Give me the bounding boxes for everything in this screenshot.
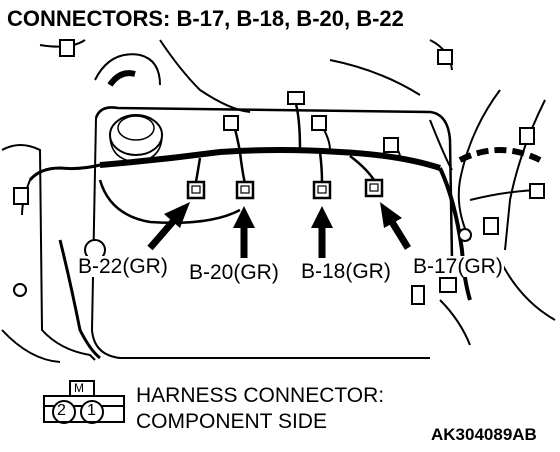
connector-label-b22: B-22(GR)	[77, 255, 169, 278]
legend-title: HARNESS CONNECTOR:	[136, 384, 385, 407]
connector-b20	[235, 180, 255, 200]
reference-code: AK304089AB	[431, 425, 537, 444]
connector-label-b18: B-18(GR)	[300, 260, 392, 283]
connector-label-b17: B-17(GR)	[412, 255, 504, 278]
connector-key-mark: M	[74, 381, 84, 395]
arrow-b18	[311, 206, 333, 258]
legend-subtitle: COMPONENT SIDE	[136, 410, 327, 433]
arrow-b17	[380, 202, 411, 250]
arrow-b22	[147, 202, 190, 251]
arrow-b20	[233, 206, 255, 258]
connector-b17	[364, 178, 384, 198]
connector-b22	[186, 180, 206, 200]
harness-connector-symbol	[43, 380, 125, 424]
oil-filler-cap	[109, 114, 163, 163]
pin-number-left: 2	[57, 402, 66, 419]
page-title: CONNECTORS: B-17, B-18, B-20, B-22	[7, 6, 404, 31]
connector-label-b20: B-20(GR)	[188, 261, 280, 284]
connector-b18	[312, 180, 332, 200]
pin-number-right: 1	[87, 402, 96, 419]
